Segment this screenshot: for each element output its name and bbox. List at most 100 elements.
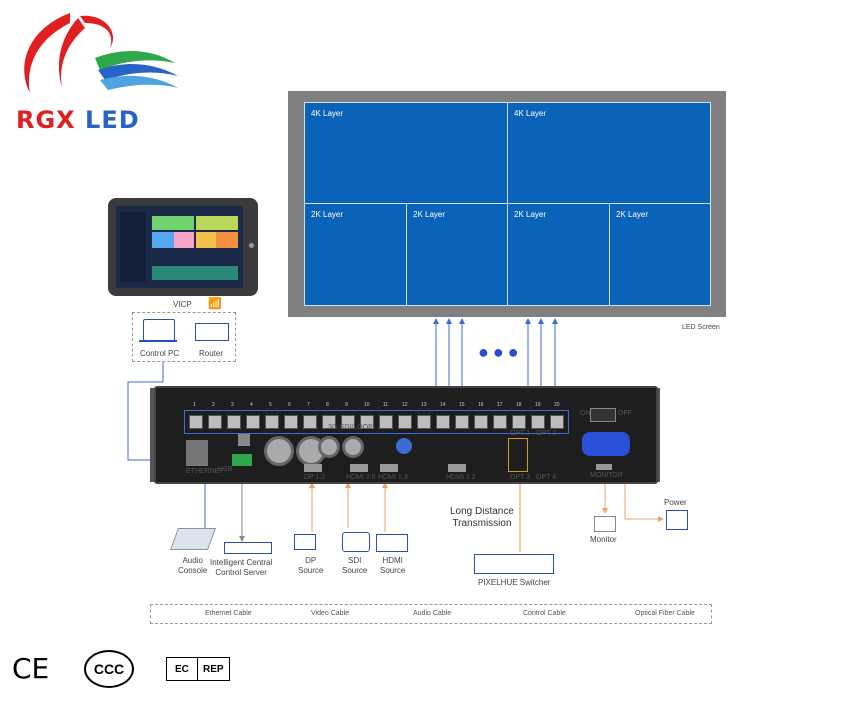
output-port-label: 1 [193, 402, 196, 408]
audio-port[interactable] [238, 434, 250, 446]
opt4-label: OPT 4 [536, 474, 557, 481]
brand-led: LED [85, 106, 140, 134]
led-screen-frame: 4K Layer 4K Layer 2K Layer 2K Layer 2K L… [288, 91, 726, 317]
output-port-label: 20 [554, 402, 560, 408]
output-port-label: 11 [383, 402, 389, 408]
tablet-vicp[interactable] [108, 198, 258, 296]
screen-cell: 2K Layer [609, 203, 711, 306]
camera-icon [342, 532, 370, 552]
opt-ports[interactable] [508, 438, 528, 472]
router-label: Router [199, 349, 224, 358]
power-outlet-icon [666, 510, 688, 530]
output-port[interactable] [284, 415, 298, 429]
hdmi20-label: HDMI 2.0 [346, 474, 376, 481]
output-port[interactable] [360, 415, 374, 429]
output-port-label: 8 [326, 402, 329, 408]
output-port[interactable] [550, 415, 564, 429]
audio-console-icon [169, 528, 217, 550]
output-port-label: 18 [516, 402, 522, 408]
led-screen-label: LED Screen [682, 324, 720, 331]
output-port-label: 12 [402, 402, 408, 408]
output-port[interactable] [398, 415, 412, 429]
monitor-label: Monitor [590, 535, 617, 544]
tablet-screen [116, 206, 243, 288]
bnc-connector[interactable] [264, 436, 294, 466]
hdmi12-label: HDMI 1.2 [446, 474, 476, 481]
control-group: Control PC Router [132, 312, 236, 362]
output-port-label: 17 [497, 402, 503, 408]
output-port-label: 14 [440, 402, 446, 408]
more-dots: ●●● [478, 342, 523, 362]
output-port[interactable] [208, 415, 222, 429]
legend-video: Video Cable [311, 610, 350, 617]
output-port[interactable] [417, 415, 431, 429]
switcher-icon [474, 554, 554, 574]
hdmi12-port[interactable] [448, 464, 466, 472]
output-port[interactable] [512, 415, 526, 429]
output-port[interactable] [341, 415, 355, 429]
hdmi13-label: HDMI 1.3 [378, 474, 408, 481]
monitor-icon [594, 516, 616, 532]
dp-port[interactable] [304, 464, 322, 472]
led-screen: 4K Layer 4K Layer 2K Layer 2K Layer 2K L… [304, 102, 711, 306]
brand-rgx: RGX [16, 106, 76, 134]
legend-control: Control Cable [523, 610, 566, 617]
vicp-label: VICP [173, 300, 192, 309]
output-port[interactable] [474, 415, 488, 429]
relay-terminal[interactable] [232, 454, 252, 466]
ce-mark: CE [12, 652, 50, 685]
monitor-port[interactable] [596, 464, 612, 470]
output-port-label: 13 [421, 402, 427, 408]
output-port[interactable] [303, 415, 317, 429]
hdmi-laptop-icon [376, 534, 408, 552]
output-port[interactable] [322, 415, 336, 429]
opt3-label: OPT 3 [510, 474, 531, 481]
logo-swoosh-icon [24, 13, 178, 93]
output-port-label: 4 [250, 402, 253, 408]
dp-source-icon [294, 534, 316, 550]
genlock-button[interactable] [396, 438, 412, 454]
output-port[interactable] [189, 415, 203, 429]
opt2-label: OPT 2 [536, 430, 557, 437]
hdmi13-port[interactable] [380, 464, 398, 472]
opt1-label: OPT 1 [510, 430, 531, 437]
server-icon [224, 542, 272, 554]
output-port[interactable] [379, 415, 393, 429]
output-port[interactable] [265, 415, 279, 429]
output-port-label: 7 [307, 402, 310, 408]
legend-ethernet: Ethernet Cable [205, 610, 252, 617]
output-port-label: 9 [345, 402, 348, 408]
ethernet-label: ETHERNET [186, 468, 224, 475]
output-port[interactable] [455, 415, 469, 429]
cable-legend: Ethernet Cable Video Cable Audio Cable C… [150, 604, 712, 624]
hdmi20-port[interactable] [350, 464, 368, 472]
output-port[interactable] [493, 415, 507, 429]
output-port-label: 2 [212, 402, 215, 408]
output-port[interactable] [436, 415, 450, 429]
dp-label: DP 1.2 [304, 474, 326, 481]
sdi-connector[interactable] [342, 436, 364, 458]
output-port-label: 16 [478, 402, 484, 408]
power-switch[interactable] [590, 408, 616, 422]
on-label: ON [580, 410, 591, 417]
monitor-port-label: MONITOR [590, 472, 623, 479]
legend-optical: Optical Fiber Cable [635, 610, 695, 617]
output-port[interactable] [227, 415, 241, 429]
output-port[interactable] [531, 415, 545, 429]
ccc-mark: CCC [84, 650, 134, 688]
brand-logo [10, 8, 180, 103]
legend-audio: Audio Cable [413, 610, 452, 617]
output-port[interactable] [246, 415, 260, 429]
sdi-connector[interactable] [318, 436, 340, 458]
power-label: Power [664, 498, 687, 507]
laptop-icon [143, 319, 175, 341]
output-port-label: 5 [269, 402, 272, 408]
ethernet-ports[interactable] [186, 440, 208, 466]
